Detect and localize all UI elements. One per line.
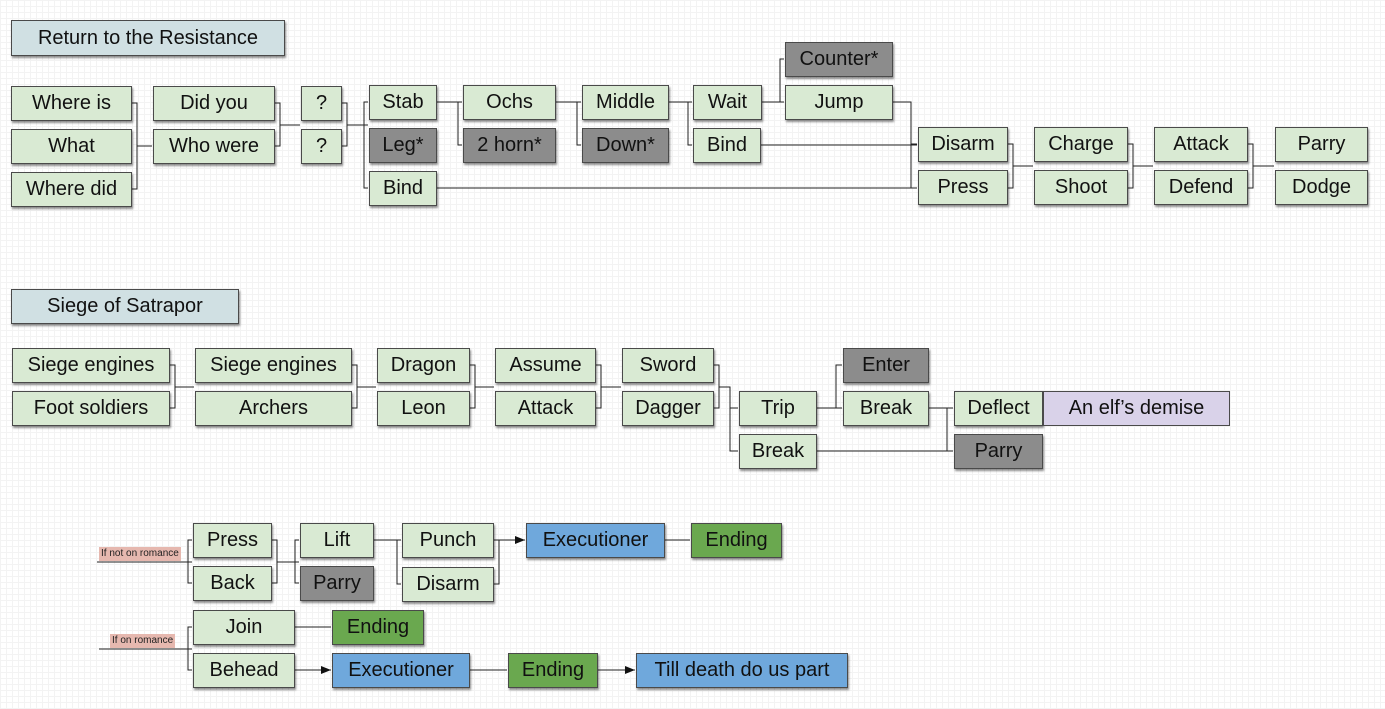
bracket-charge-attack: [1128, 143, 1153, 189]
node-defend[interactable]: Defend: [1154, 170, 1248, 205]
node-enter[interactable]: Enter: [843, 348, 929, 383]
node-where-did[interactable]: Where did: [11, 172, 132, 207]
node-down[interactable]: Down*: [582, 128, 669, 163]
bracket-press-back: [187, 539, 192, 584]
node-executioner-1[interactable]: Executioner: [526, 523, 665, 558]
node-2-horn[interactable]: 2 horn*: [463, 128, 556, 163]
node-did-you[interactable]: Did you: [153, 86, 275, 121]
bracket-s2-col4: [596, 364, 621, 409]
node-break-1[interactable]: Break: [843, 391, 929, 426]
node-behead[interactable]: Behead: [193, 653, 295, 688]
bracket-s2-col3: [470, 364, 494, 409]
node-press[interactable]: Press: [918, 170, 1008, 205]
node-question-1[interactable]: ?: [301, 86, 342, 121]
node-archers[interactable]: Archers: [195, 391, 352, 426]
line-break-enter: [835, 364, 842, 409]
node-assume[interactable]: Assume: [495, 348, 596, 383]
line-middle-down: [576, 101, 581, 146]
bracket-stab-bind: [363, 101, 368, 189]
node-stab[interactable]: Stab: [369, 85, 437, 120]
node-who-were[interactable]: Who were: [153, 129, 275, 164]
bracket-s2-col1: [170, 364, 194, 409]
bracket-s3-col3: [494, 540, 525, 585]
note-if-not-on-romance: If not on romance: [99, 547, 181, 561]
node-parry-3[interactable]: Parry: [300, 566, 374, 601]
node-where-is[interactable]: Where is: [11, 86, 132, 121]
node-bind-1[interactable]: Bind: [369, 171, 437, 206]
node-till-death-do-us-part[interactable]: Till death do us part: [636, 653, 848, 688]
node-middle[interactable]: Middle: [582, 85, 669, 120]
node-ending-3[interactable]: Ending: [508, 653, 598, 688]
bracket-join-behead: [187, 626, 192, 671]
node-attack-2[interactable]: Attack: [495, 391, 596, 426]
node-ending-2[interactable]: Ending: [332, 610, 424, 645]
node-punch[interactable]: Punch: [402, 523, 494, 558]
line-wait-bind: [687, 101, 692, 146]
node-shoot[interactable]: Shoot: [1034, 170, 1128, 205]
node-join[interactable]: Join: [193, 610, 295, 645]
node-lift[interactable]: Lift: [300, 523, 374, 558]
result-an-elfs-demise: An elf’s demise: [1043, 391, 1230, 426]
node-dragon[interactable]: Dragon: [377, 348, 470, 383]
bracket-did-col2: [275, 102, 300, 147]
node-disarm-2[interactable]: Disarm: [402, 567, 494, 602]
node-disarm[interactable]: Disarm: [918, 127, 1008, 162]
node-deflect[interactable]: Deflect: [954, 391, 1043, 426]
node-counter[interactable]: Counter*: [785, 42, 893, 77]
node-what[interactable]: What: [11, 129, 132, 164]
note-if-on-romance: If on romance: [110, 634, 176, 648]
bracket-attack-parry: [1248, 143, 1274, 189]
node-dagger[interactable]: Dagger: [622, 391, 714, 426]
node-attack[interactable]: Attack: [1154, 127, 1248, 162]
bracket-disarm-charge: [1008, 143, 1033, 189]
bracket-s2-col2: [352, 364, 376, 409]
node-jump[interactable]: Jump: [785, 85, 893, 120]
node-break-2[interactable]: Break: [739, 434, 817, 469]
node-press-2[interactable]: Press: [193, 523, 272, 558]
node-charge[interactable]: Charge: [1034, 127, 1128, 162]
node-sword[interactable]: Sword: [622, 348, 714, 383]
line-jump-counter: [779, 58, 784, 103]
node-ochs[interactable]: Ochs: [463, 85, 556, 120]
node-dodge[interactable]: Dodge: [1275, 170, 1368, 205]
node-wait[interactable]: Wait: [693, 85, 762, 120]
node-executioner-2[interactable]: Executioner: [332, 653, 470, 688]
bracket-s3-punch-disarm: [396, 539, 401, 585]
line-deflect-parry: [946, 407, 953, 452]
bracket-s2-col5: [714, 364, 738, 452]
node-siege-engines-1[interactable]: Siege engines: [12, 348, 170, 383]
node-back[interactable]: Back: [193, 566, 272, 601]
node-foot-soldiers[interactable]: Foot soldiers: [12, 391, 170, 426]
line-ochs-2horn: [457, 101, 462, 146]
node-parry-2[interactable]: Parry: [954, 434, 1043, 469]
bracket-where-col1: [132, 102, 152, 190]
node-parry-1[interactable]: Parry: [1275, 127, 1368, 162]
node-question-2[interactable]: ?: [301, 129, 342, 164]
node-ending-1[interactable]: Ending: [691, 523, 782, 558]
section-title-siege-of-satrapor: Siege of Satrapor: [11, 289, 239, 324]
node-trip[interactable]: Trip: [739, 391, 817, 426]
node-bind-2[interactable]: Bind: [693, 128, 761, 163]
node-siege-engines-2[interactable]: Siege engines: [195, 348, 352, 383]
node-leg[interactable]: Leg*: [369, 128, 437, 163]
bracket-s3-lift-parry: [294, 539, 299, 584]
section-title-return-to-the-resistance: Return to the Resistance: [11, 20, 285, 56]
node-leon[interactable]: Leon: [377, 391, 470, 426]
